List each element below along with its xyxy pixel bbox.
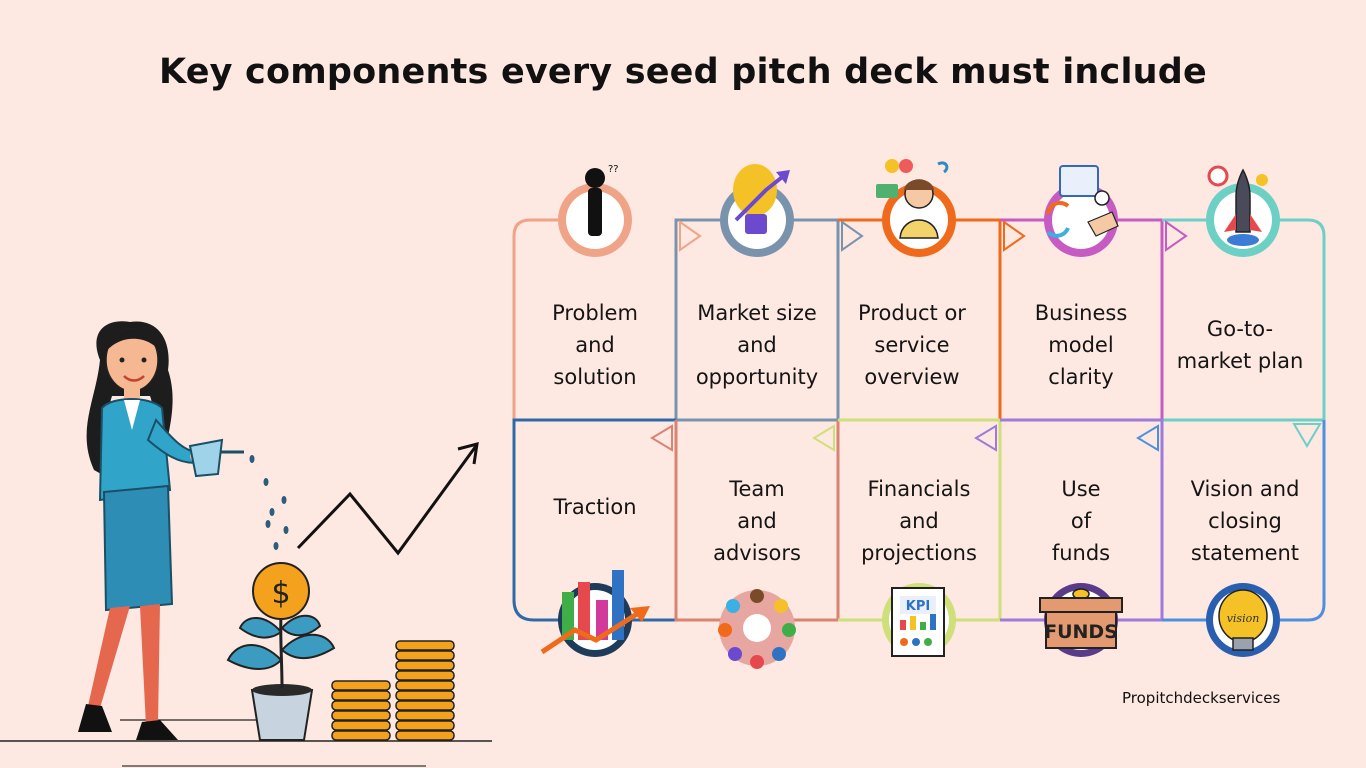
- coin: [331, 730, 391, 741]
- businesswoman-icon: [78, 321, 244, 740]
- step-label-product-overview: Product or service overview: [858, 301, 966, 389]
- brand-name: Propitchdeckservices: [1122, 689, 1281, 707]
- business-model-icon: [1044, 165, 1119, 257]
- step-label-financials: Financials and projections: [861, 477, 977, 565]
- woman-watering-money-plant-illustration: $: [0, 321, 492, 767]
- step-label-market-size: Market size and opportunity: [695, 301, 819, 389]
- step-label-use-of-funds: Use of funds: [1051, 477, 1111, 565]
- coin: [395, 660, 455, 671]
- page-title: Key components every seed pitch deck mus…: [159, 52, 1207, 92]
- coin: [331, 700, 391, 711]
- coin: [395, 720, 455, 731]
- team-circle-icon: [718, 589, 796, 669]
- vision-bulb-icon: vision: [1206, 583, 1280, 657]
- coin: [395, 680, 455, 691]
- svg-text:??: ??: [608, 164, 619, 175]
- bar-chart-growth-icon: [540, 570, 650, 657]
- svg-text:FUNDS: FUNDS: [1044, 621, 1118, 643]
- product-person-icon: [876, 159, 956, 257]
- step-label-business-model: Business model clarity: [1034, 301, 1128, 389]
- funds-box-icon: FUNDS: [1039, 583, 1123, 657]
- rocket-icon: [1206, 165, 1280, 257]
- coin: [395, 700, 455, 711]
- coin: [331, 720, 391, 731]
- confused-person-icon: ??: [558, 164, 632, 257]
- coin: [395, 640, 455, 651]
- flow-arrows: [650, 220, 1322, 452]
- coin: [395, 690, 455, 701]
- coin: [331, 690, 391, 701]
- lightbulb-growth-icon: [720, 164, 794, 257]
- coin: [331, 710, 391, 721]
- money-plant-icon: $: [226, 562, 336, 741]
- coin: [395, 710, 455, 721]
- step-label-vision: Vision and closing statement: [1190, 477, 1300, 565]
- coin-stacks-icon: [331, 640, 455, 741]
- step-label-problem-and-solution: Problem and solution: [552, 301, 638, 389]
- growth-arrow-icon: [296, 441, 479, 556]
- svg-text:$: $: [271, 576, 290, 611]
- step-label-team-and-advisors: Team and advisors: [713, 477, 801, 565]
- svg-text:vision: vision: [1227, 612, 1260, 625]
- coin: [331, 680, 391, 691]
- water-drops-icon: [249, 455, 289, 550]
- coin: [395, 670, 455, 681]
- coin: [395, 650, 455, 661]
- step-label-go-to-market: Go-to- market plan: [1176, 317, 1304, 373]
- svg-text:KPI: KPI: [906, 599, 930, 614]
- step-label-traction: Traction: [553, 495, 637, 519]
- kpi-report-icon: KPI: [882, 583, 956, 657]
- coin: [395, 730, 455, 741]
